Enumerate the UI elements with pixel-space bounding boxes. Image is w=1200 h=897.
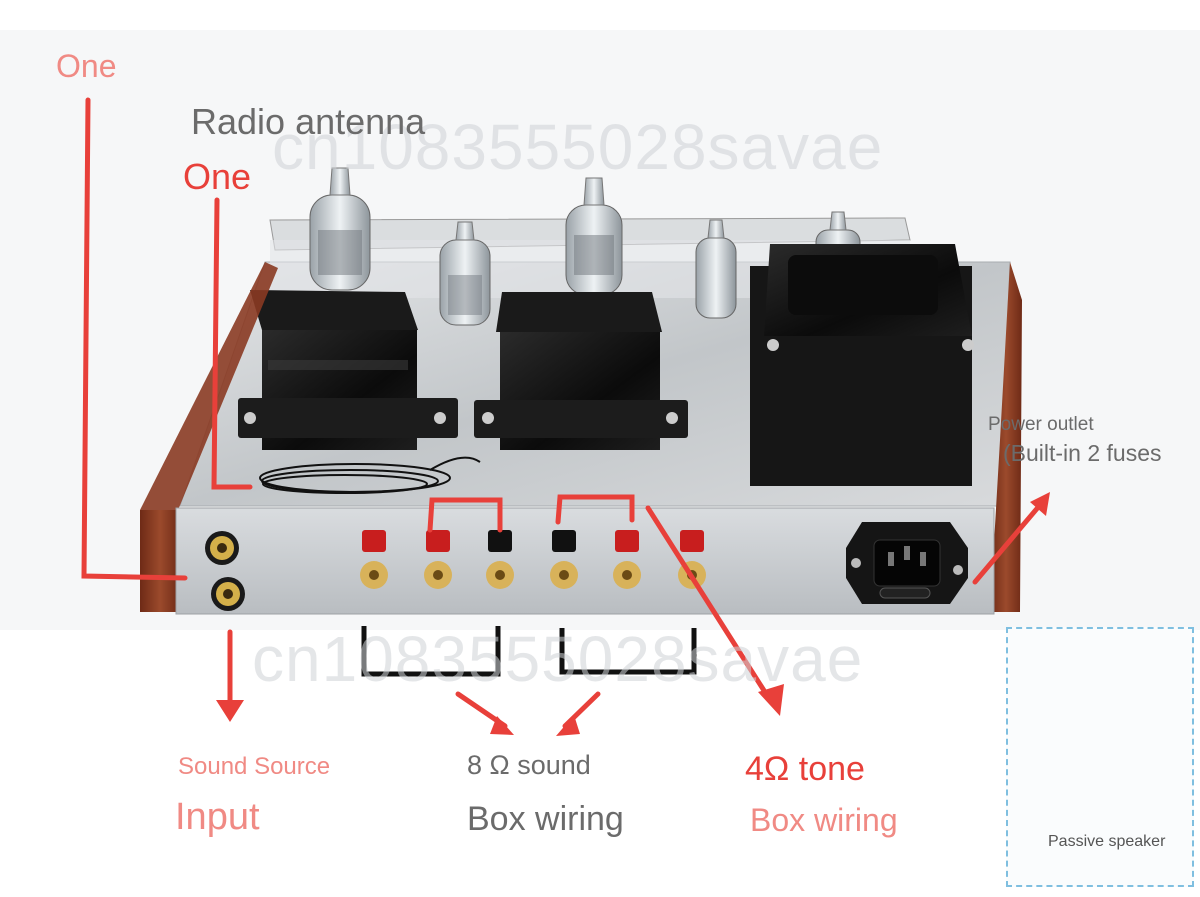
- transformer-icon: [474, 292, 688, 450]
- label-power-outlet: Power outlet: [988, 414, 1094, 435]
- vacuum-tube-icon: [309, 167, 371, 291]
- label-one-top: One: [56, 48, 117, 84]
- rca-jack-icon: [211, 577, 245, 611]
- watermark: cn1083555028savae: [252, 623, 864, 695]
- label-passive-speaker: Passive speaker: [1048, 833, 1166, 850]
- vacuum-tube-icon: [695, 219, 737, 319]
- label-sound-source: Sound Source: [178, 753, 331, 780]
- label-box-wiring-4: Box wiring: [750, 802, 898, 838]
- binding-post-icon: [613, 530, 641, 589]
- binding-post-icon: [360, 530, 388, 589]
- transformer-icon: [750, 244, 974, 486]
- vacuum-tube-icon: [439, 221, 491, 326]
- passive-speaker-frame: [1006, 627, 1194, 887]
- wiring-brackets: [361, 626, 697, 677]
- label-fuses: (Built-in 2 fuses: [1003, 440, 1162, 466]
- transformer-icon: [238, 290, 458, 450]
- antenna-wire: [259, 456, 481, 494]
- label-radio-antenna: Radio antenna: [191, 101, 426, 142]
- iec-power-socket-icon: [846, 522, 968, 604]
- rca-jack-icon: [205, 531, 239, 565]
- label-box-wiring-8: Box wiring: [467, 800, 624, 838]
- binding-post-icon: [486, 530, 514, 589]
- binding-post-icon: [424, 530, 452, 589]
- wood-side-left: [140, 510, 180, 612]
- label-four-ohm: 4Ω tone: [745, 750, 865, 788]
- binding-post-icon: [550, 530, 578, 589]
- label-eight-ohm: 8 Ω sound: [467, 750, 591, 780]
- annotation-lines: [81, 97, 1043, 708]
- label-one-second: One: [183, 156, 252, 197]
- wood-side-right: [990, 262, 1022, 612]
- vacuum-tube-icon: [565, 177, 623, 296]
- watermark: cn1083555028savae: [272, 111, 884, 183]
- label-input: Input: [175, 796, 260, 838]
